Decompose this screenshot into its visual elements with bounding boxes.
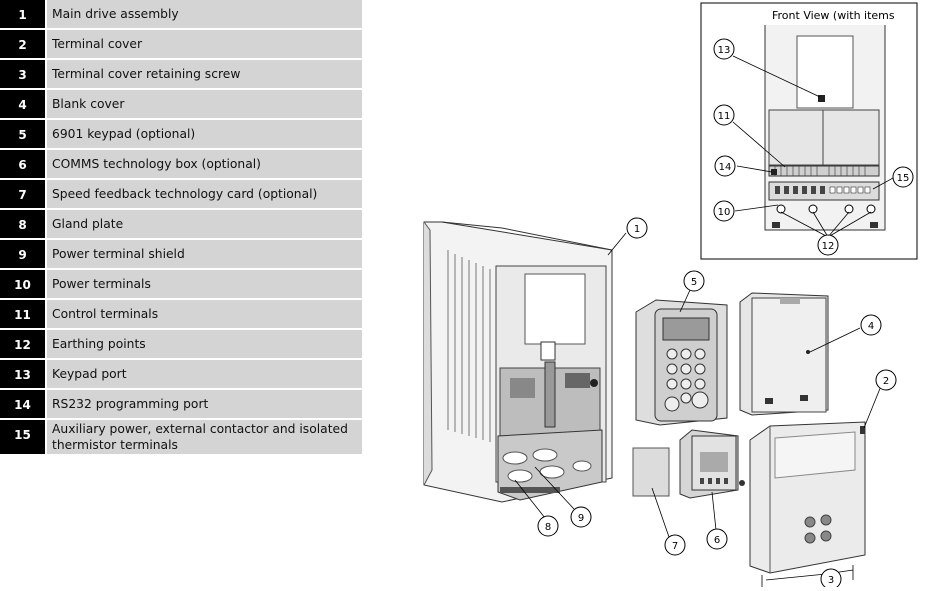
legend-number: 5	[0, 120, 45, 148]
callout-circle-8	[537, 515, 559, 537]
speed-feedback-card-drawing	[632, 447, 670, 497]
legend-number: 8	[0, 210, 45, 238]
legend-number: 3	[0, 60, 45, 88]
legend-number: 11	[0, 300, 45, 328]
legend-label: RS232 programming port	[47, 390, 362, 418]
terminal-cover-drawing	[749, 421, 866, 574]
legend-number: 4	[0, 90, 45, 118]
front-view-inset: Front View (with items	[700, 2, 918, 260]
front-view-title: Front View (with items	[772, 9, 895, 22]
legend-label: Keypad port	[47, 360, 362, 388]
legend-label: Power terminals	[47, 270, 362, 298]
legend-number: 2	[0, 30, 45, 58]
retaining-screws-drawing	[761, 565, 854, 587]
callout-label-6: 6	[714, 535, 720, 546]
legend-label: Gland plate	[47, 210, 362, 238]
callout-label-8: 8	[545, 522, 551, 533]
callout-label-12: 12	[822, 241, 835, 252]
legend-number: 13	[0, 360, 45, 388]
callout-label-1: 1	[634, 224, 640, 235]
callout-label-4: 4	[868, 321, 874, 332]
legend-label: Main drive assembly	[47, 0, 362, 28]
callout-label-13: 13	[718, 45, 731, 56]
legend-label: Control terminals	[47, 300, 362, 328]
legend-number: 10	[0, 270, 45, 298]
callout-circle-4	[860, 314, 882, 336]
legend-label: Terminal cover retaining screw	[47, 60, 362, 88]
callout-circle-6	[706, 528, 728, 550]
blank-cover-drawing	[739, 292, 829, 416]
callout-label-10: 10	[718, 207, 731, 218]
legend-label: 6901 keypad (optional)	[47, 120, 362, 148]
legend-number: 9	[0, 240, 45, 268]
legend-label: Earthing points	[47, 330, 362, 358]
callout-label-7: 7	[672, 541, 678, 552]
callout-label-11: 11	[718, 111, 731, 122]
legend-label: Speed feedback technology card (optional…	[47, 180, 362, 208]
legend-label: COMMS technology box (optional)	[47, 150, 362, 178]
callout-circle-10	[713, 200, 735, 222]
callout-circle-14	[714, 155, 736, 177]
legend-number: 12	[0, 330, 45, 358]
callout-label-3: 3	[828, 575, 834, 586]
callout-label-14: 14	[719, 162, 732, 173]
legend-number: 6	[0, 150, 45, 178]
comms-box-drawing	[679, 429, 745, 499]
legend-label: Terminal cover	[47, 30, 362, 58]
legend-label: Blank cover	[47, 90, 362, 118]
legend-number: 7	[0, 180, 45, 208]
callout-circle-12	[817, 234, 839, 256]
callout-circle-1	[626, 217, 648, 239]
callout-circle-13	[713, 38, 735, 60]
legend-number: 15	[0, 420, 45, 454]
callout-label-5: 5	[691, 277, 697, 288]
callout-label-9: 9	[578, 513, 584, 524]
callout-label-15: 15	[897, 173, 910, 184]
callout-circle-2	[875, 369, 897, 391]
exploded-view-figure: Front View (with items	[400, 0, 927, 590]
legend-label: Auxiliary power, external contactor and …	[47, 420, 362, 454]
callout-circle-9	[570, 506, 592, 528]
legend-label: Power terminal shield	[47, 240, 362, 268]
callout-label-2: 2	[883, 376, 889, 387]
main-drive-assembly-drawing	[423, 221, 613, 503]
callout-circle-15	[892, 166, 914, 188]
callout-circle-7	[664, 534, 686, 556]
callout-circle-5	[683, 270, 705, 292]
legend-number: 1	[0, 0, 45, 28]
legend-number: 14	[0, 390, 45, 418]
callout-circle-11	[713, 104, 735, 126]
keypad-drawing	[635, 299, 728, 426]
